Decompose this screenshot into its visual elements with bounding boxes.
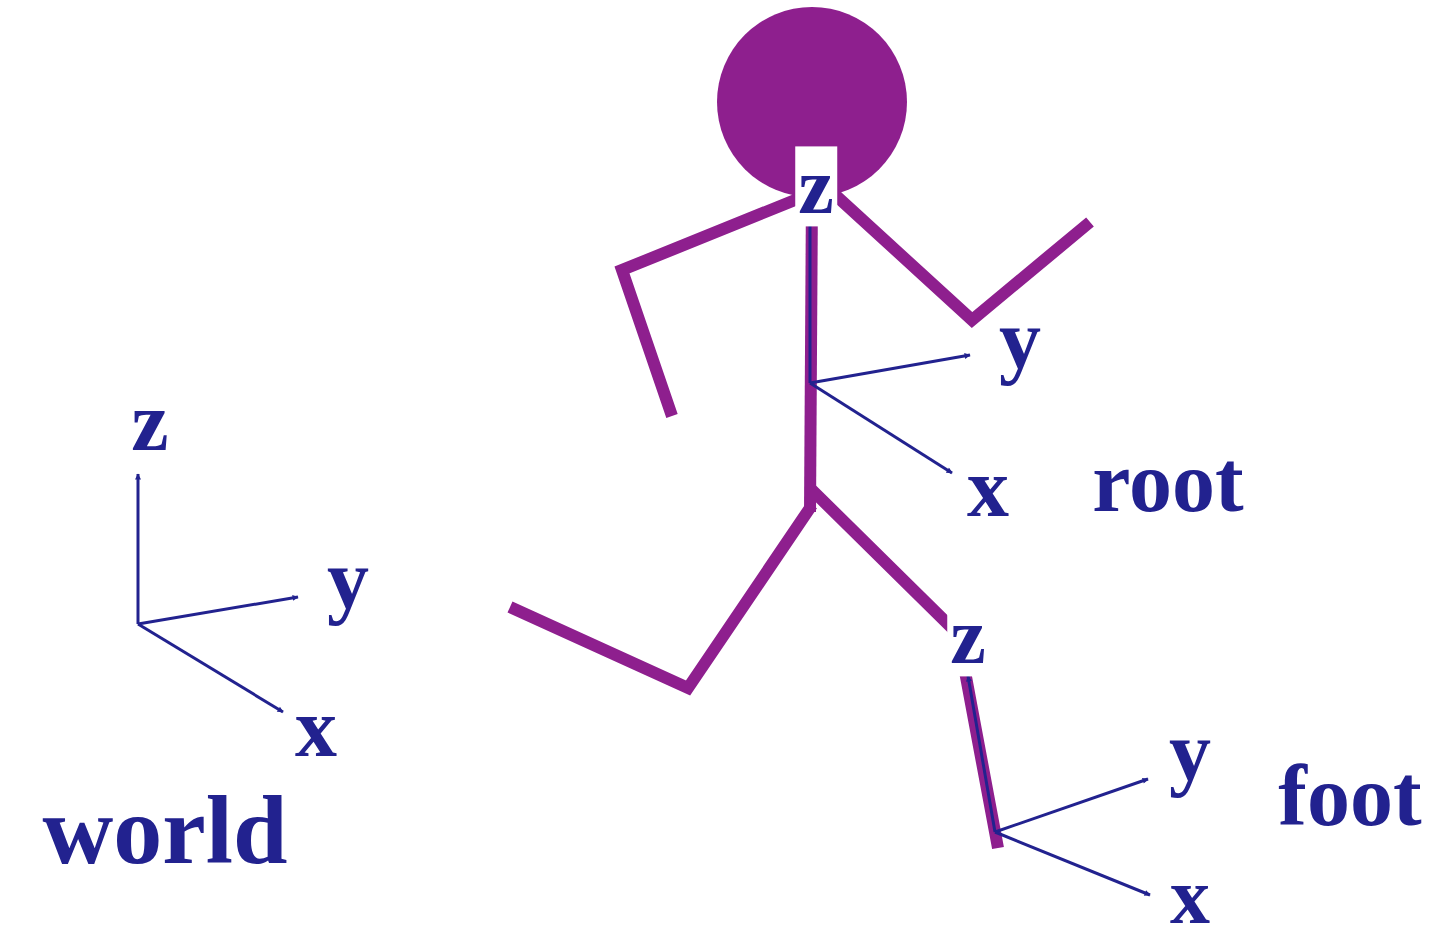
axis-label: y [327, 538, 369, 622]
front-leg [812, 490, 998, 848]
spine [810, 190, 812, 512]
axis-label: y [1169, 710, 1211, 794]
axis-label: x [967, 446, 1009, 530]
foot-x-axis [995, 832, 1150, 895]
left-arm [622, 196, 805, 416]
world-z-axis [137, 474, 140, 624]
world-x-axis [138, 624, 283, 712]
axis-label: z [795, 146, 837, 226]
root-y-axis [810, 355, 970, 383]
axis-label: z [131, 380, 168, 464]
frame-name: foot [1278, 753, 1421, 839]
axis-label: x [1170, 856, 1210, 936]
root-x-axis [810, 383, 952, 473]
axis-label: y [999, 298, 1041, 382]
frame-name: world [43, 781, 288, 879]
world-y-axis [138, 597, 298, 624]
root-z-axis [809, 218, 812, 383]
right-arm [832, 192, 1090, 320]
foot-y-axis [995, 779, 1148, 832]
axis-label: z [947, 596, 989, 676]
back-leg [510, 505, 812, 688]
axis-label: x [295, 686, 337, 770]
foot-z-axis [968, 676, 995, 832]
frame-name: root [1092, 439, 1243, 525]
